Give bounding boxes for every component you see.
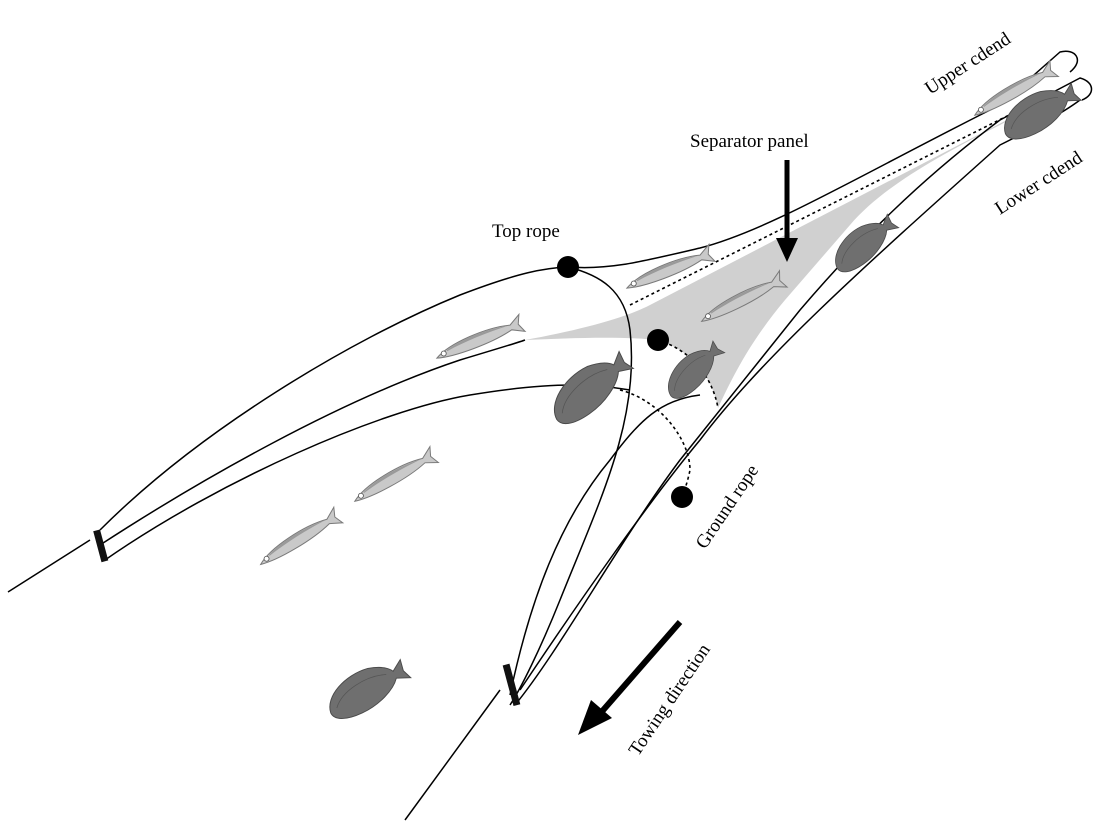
left-otter-board [93,529,109,563]
top-rope-label: Top rope [492,221,560,242]
separator-top-marker [647,329,669,351]
sardine-fish-icon [431,313,526,364]
top-rope-line [509,266,633,706]
sardine-fish-icon [348,446,439,507]
lower-net-outer [514,77,1093,706]
top-rope-marker [557,256,579,278]
sardine-fish-icon [253,506,344,570]
upper-net-outline [99,50,1079,531]
right-tow-line [404,689,501,821]
towing-direction-label: Towing direction [625,640,715,760]
upper-net-lower-edge [99,339,526,546]
flatfish-icon [319,652,417,726]
ground-rope-dotted-curve [619,389,691,496]
direction-arrow-icon [578,620,683,735]
ground-rope-marker [671,486,693,508]
separator-arrow-head [776,238,798,262]
lower-codend-label: Lower cdend [991,147,1086,219]
upper-net-inner-edge [104,384,631,561]
upper-codend-label: Upper cdend [921,28,1015,99]
top-rope-dotted-curve [657,339,719,409]
separator-panel-label: Separator panel [690,131,809,152]
right-otter-board [502,663,521,707]
left-tow-line [7,539,91,593]
lower-net-left-edge [509,394,701,696]
separator-dotted-line [629,91,1056,306]
ground-rope-label: Ground rope [692,461,763,553]
